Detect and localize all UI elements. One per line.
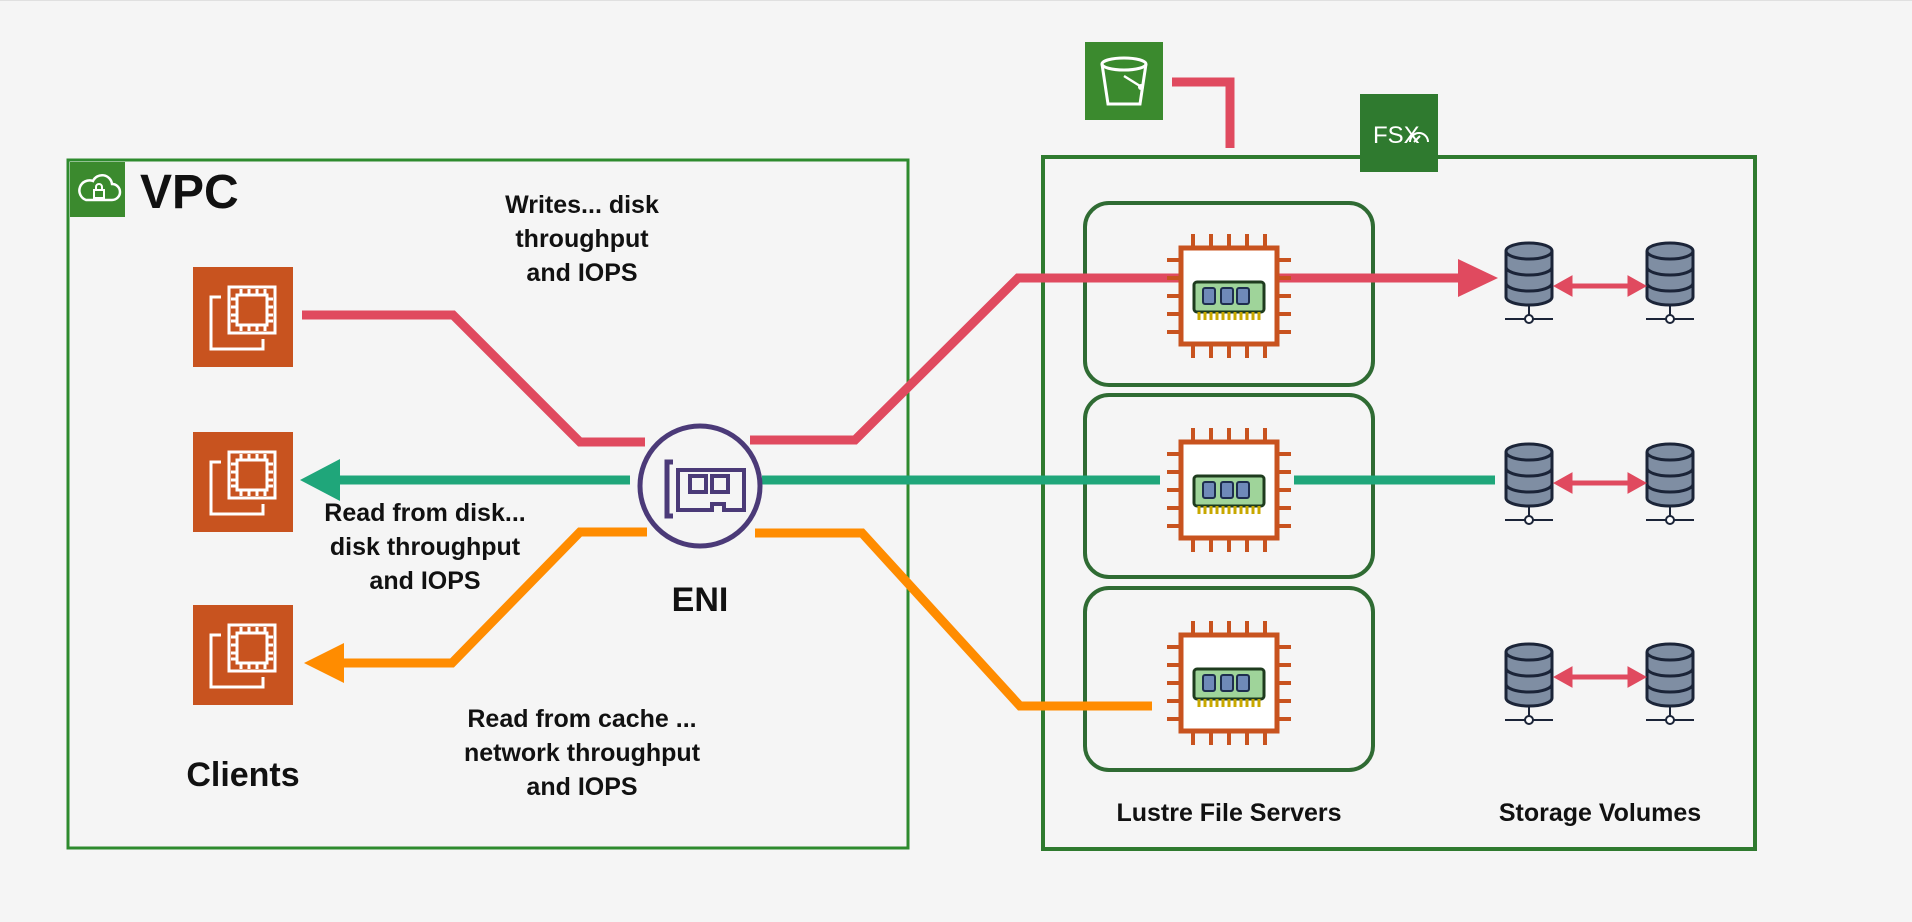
svg-text:Read from cache ...: Read from cache ... <box>467 705 696 733</box>
svg-text:Read from disk...: Read from disk... <box>324 499 525 527</box>
svg-text:and IOPS: and IOPS <box>369 567 480 595</box>
database-icon <box>1644 442 1696 526</box>
ec2-instance-icon <box>191 430 295 534</box>
write-path-right <box>750 273 1460 445</box>
eni-label: ENI <box>672 581 729 619</box>
vpc-cloud-lock-icon <box>70 162 125 217</box>
storage-volumes-label: Storage Volumes <box>1499 799 1701 827</box>
cpu-chip-icon <box>1167 234 1291 358</box>
replication-arrows <box>1552 275 1648 688</box>
svg-text:throughput: throughput <box>515 225 649 253</box>
read-cache-arrowhead <box>304 643 344 683</box>
database-icon <box>1644 642 1696 726</box>
lustre-servers-label: Lustre File Servers <box>1116 799 1341 827</box>
eni-icon <box>637 423 763 549</box>
svg-text:and IOPS: and IOPS <box>526 773 637 801</box>
read-cache-path-right <box>755 528 1152 711</box>
vpc-title: VPC <box>140 166 239 219</box>
svg-text:Writes... disk: Writes... disk <box>505 191 659 219</box>
svg-text:network throughput: network throughput <box>464 739 701 767</box>
lustre-server-box-2 <box>1083 393 1375 579</box>
database-icon <box>1503 241 1555 325</box>
read-cache-label: Read from cache ... network throughput a… <box>464 705 701 801</box>
writes-label: Writes... disk throughput and IOPS <box>505 191 659 287</box>
ec2-instance-icon <box>191 265 295 369</box>
fsx-lustre-icon: FSX <box>1360 94 1438 172</box>
s3-connector-line <box>1172 77 1235 148</box>
read-cache-path-left <box>340 527 647 668</box>
s3-bucket-icon <box>1085 42 1163 120</box>
database-icon <box>1503 442 1555 526</box>
svg-text:disk throughput: disk throughput <box>330 533 521 561</box>
write-arrowhead <box>1458 259 1498 297</box>
database-icon <box>1644 241 1696 325</box>
svg-text:and IOPS: and IOPS <box>526 259 637 287</box>
vpc-boundary <box>66 158 910 850</box>
clients-label: Clients <box>186 756 299 794</box>
lustre-server-box-1 <box>1083 201 1375 387</box>
ec2-instance-icon <box>191 603 295 707</box>
lustre-server-box-3 <box>1083 586 1375 772</box>
cpu-chip-icon <box>1167 621 1291 745</box>
cpu-chip-icon <box>1167 428 1291 552</box>
write-path-left <box>302 310 645 447</box>
read-disk-label: Read from disk... disk throughput and IO… <box>324 499 525 595</box>
database-icon <box>1503 642 1555 726</box>
read-disk-arrowhead <box>300 459 340 501</box>
